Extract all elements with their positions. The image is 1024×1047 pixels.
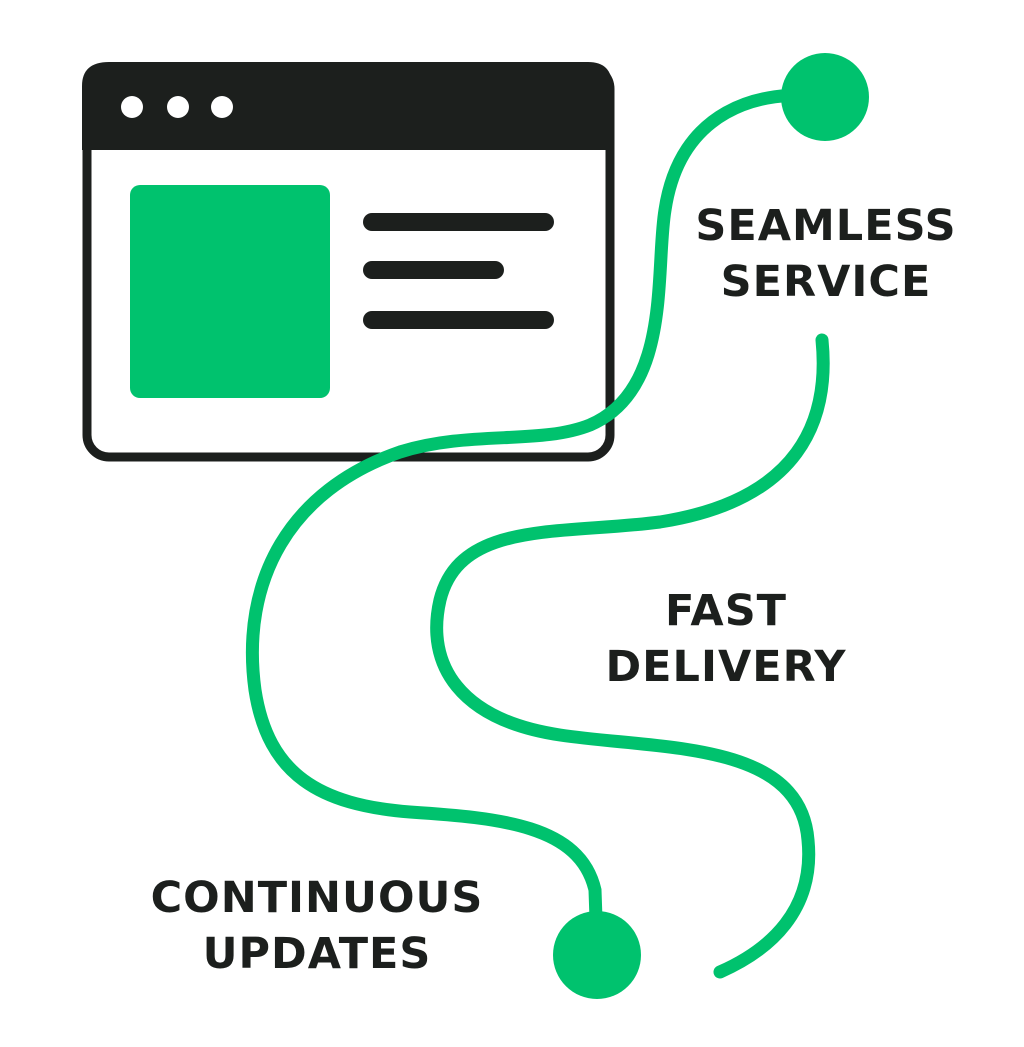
continuous-updates-line1: CONTINUOUS <box>150 873 484 923</box>
fast-delivery-line1: FAST <box>664 586 788 636</box>
seamless-service-line2: SERVICE <box>720 257 932 307</box>
window-control-dot <box>167 96 189 118</box>
connector-path-main <box>245 88 832 955</box>
continuous-updates-line2: UPDATES <box>202 929 432 979</box>
seamless-service-label: SEAMLESS SERVICE <box>676 198 976 310</box>
window-control-dot <box>121 96 143 118</box>
window-control-dot <box>211 96 233 118</box>
seamless-service-line1: SEAMLESS <box>695 201 957 251</box>
fast-delivery-label: FAST DELIVERY <box>576 583 876 695</box>
content-image-block <box>130 185 330 398</box>
start-node <box>781 53 869 141</box>
fast-delivery-line2: DELIVERY <box>605 642 847 692</box>
browser-window-icon <box>82 62 615 462</box>
end-node <box>553 911 641 999</box>
connector-path-secondary <box>430 333 830 979</box>
browser-title-bar <box>82 62 612 150</box>
continuous-updates-label: CONTINUOUS UPDATES <box>112 870 522 982</box>
